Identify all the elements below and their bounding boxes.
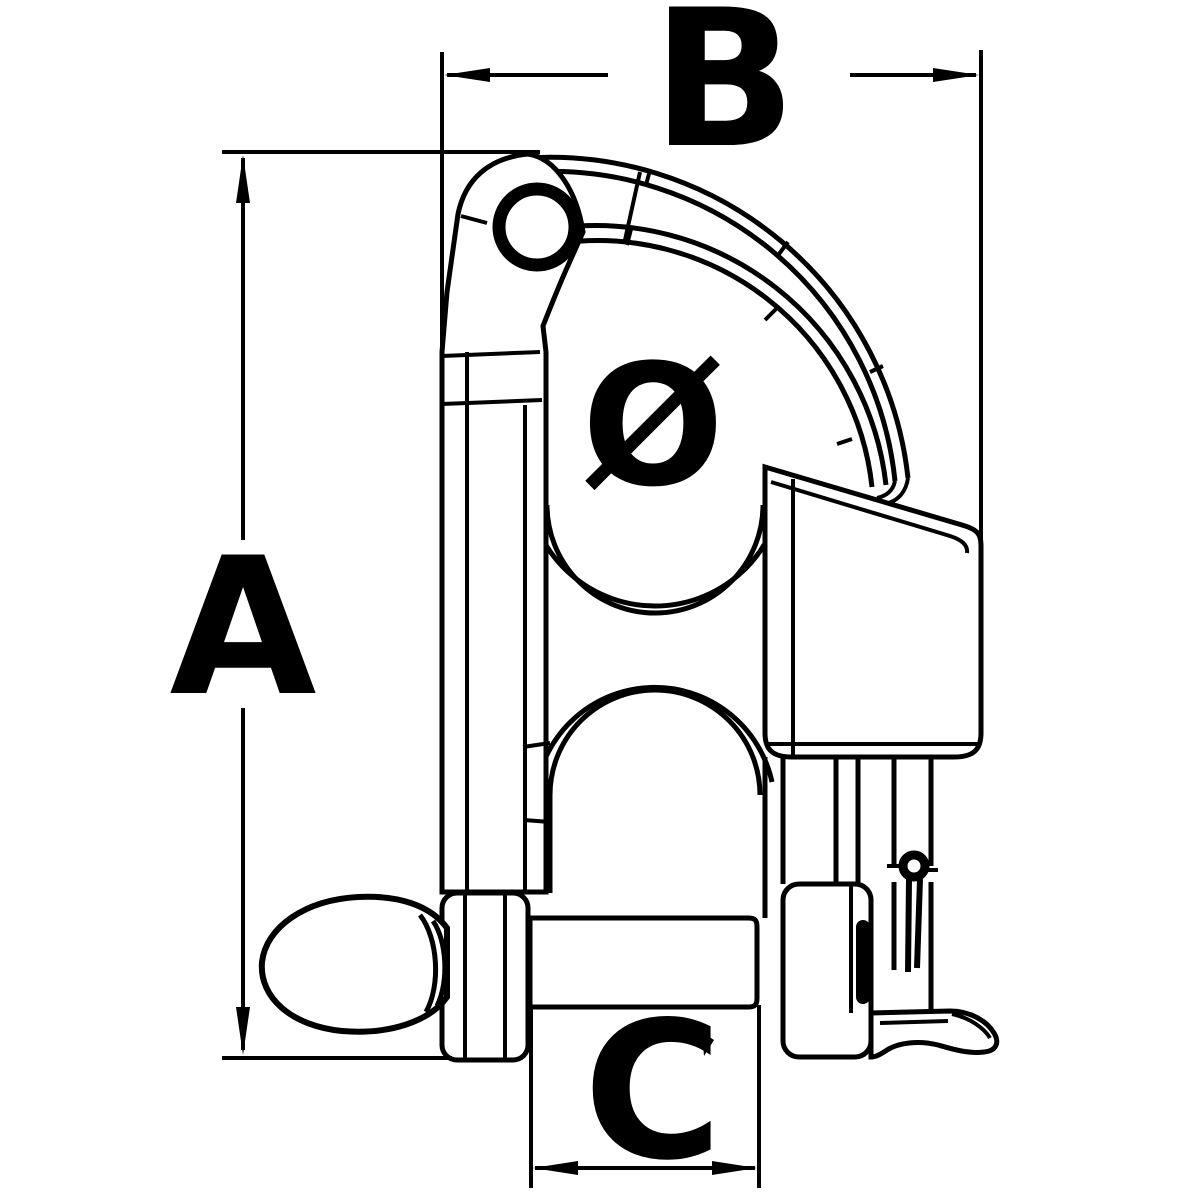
dim-c-arrow-left [533, 1161, 578, 1175]
dim-b-arrow-left [444, 68, 490, 82]
dimension-a-label: A [169, 517, 316, 738]
dim-a-arrow-down [236, 1007, 250, 1055]
pin-head [439, 890, 531, 1063]
latch-shadow-bar [856, 920, 870, 1004]
dimension-a: A [169, 150, 540, 1060]
lower-opening-dome [529, 684, 786, 918]
eye-ring [492, 182, 582, 272]
dim-b-arrow-right [933, 68, 979, 82]
dimension-c-label: C [583, 981, 722, 1200]
pull-knob [258, 893, 450, 1035]
latch-plate [762, 463, 984, 760]
pin-end-shadow [702, 1032, 714, 1056]
dimension-b-label: B [652, 0, 797, 190]
dimension-b: B [440, 0, 983, 543]
dim-a-arrow-up [236, 155, 250, 203]
swivel-eye [492, 182, 582, 272]
latch-block-and-foot [780, 881, 1000, 1060]
clevis-pin [527, 915, 760, 1010]
dim-c-arrow-right [712, 1161, 757, 1175]
cotter-pin [898, 850, 930, 973]
dimension-c: C [529, 981, 761, 1200]
shaft-column [439, 151, 586, 895]
shackle-bow-band [526, 154, 911, 506]
latch-channels [762, 757, 938, 1012]
bow-joint-ticks [623, 169, 884, 446]
latch-foot [868, 1008, 1000, 1060]
diameter-symbol-label: Ø [582, 328, 725, 524]
